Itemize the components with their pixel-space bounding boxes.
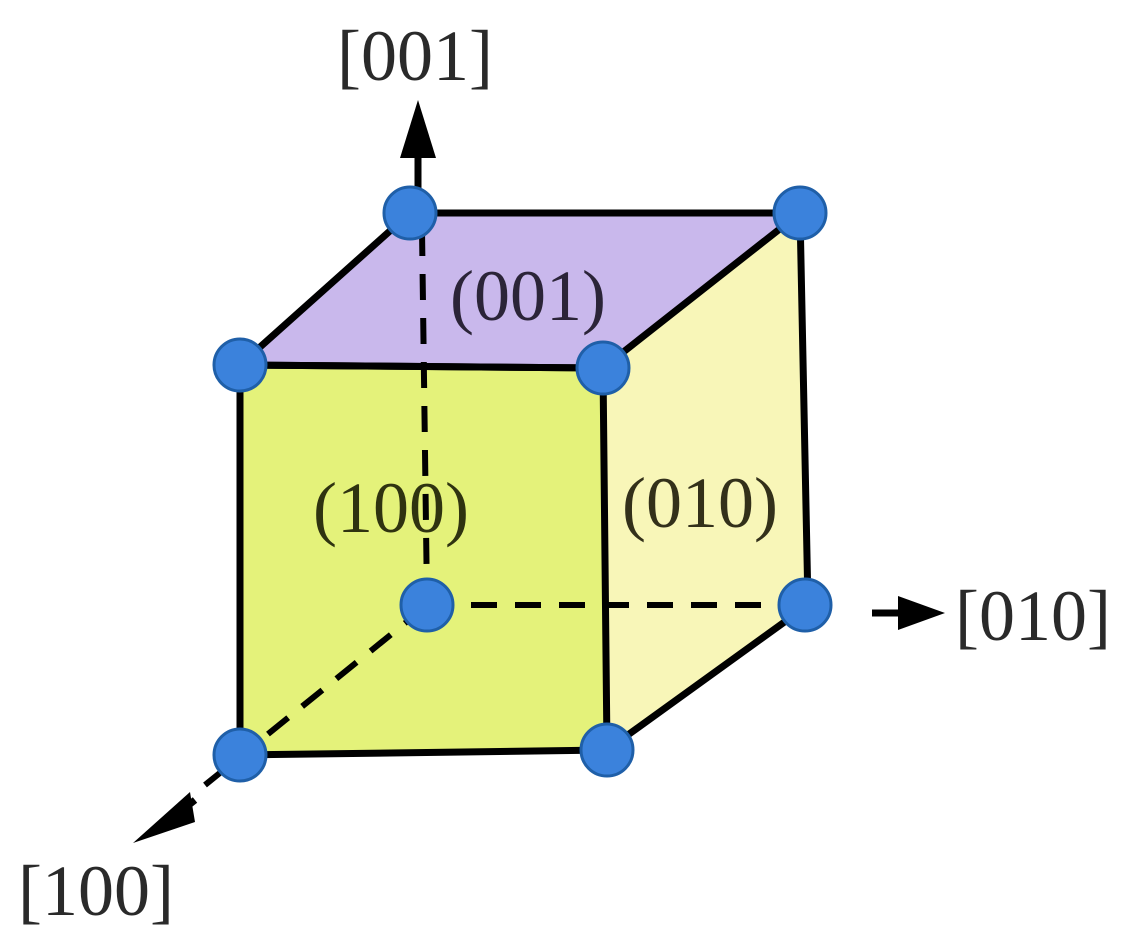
hidden-edge-vertical xyxy=(419,229,430,601)
arrow-100 xyxy=(172,797,198,819)
plane-label-010: (010) xyxy=(622,463,778,543)
direction-label-001: [001] xyxy=(337,16,493,96)
vertex-bottom-front-right xyxy=(579,722,635,778)
top-face-001 xyxy=(240,213,800,368)
vertex-top-front-left xyxy=(212,337,268,393)
vertex-bottom-front-left xyxy=(212,727,268,783)
arrow-001-head xyxy=(400,100,436,158)
vertex-top-back-right xyxy=(772,185,828,241)
vertex-top-back-left xyxy=(382,185,438,241)
direction-label-100: [100] xyxy=(18,851,174,931)
vertex-top-front-right xyxy=(575,340,631,396)
vertex-bottom-back-right xyxy=(777,577,833,633)
direction-label-010: [010] xyxy=(955,576,1111,656)
plane-label-100: (100) xyxy=(313,468,469,548)
side-face-010 xyxy=(603,213,808,750)
plane-label-001: (001) xyxy=(450,256,606,336)
arrow-010-head xyxy=(898,596,945,630)
vertex-origin xyxy=(399,577,455,633)
arrow-100-head xyxy=(133,792,195,843)
